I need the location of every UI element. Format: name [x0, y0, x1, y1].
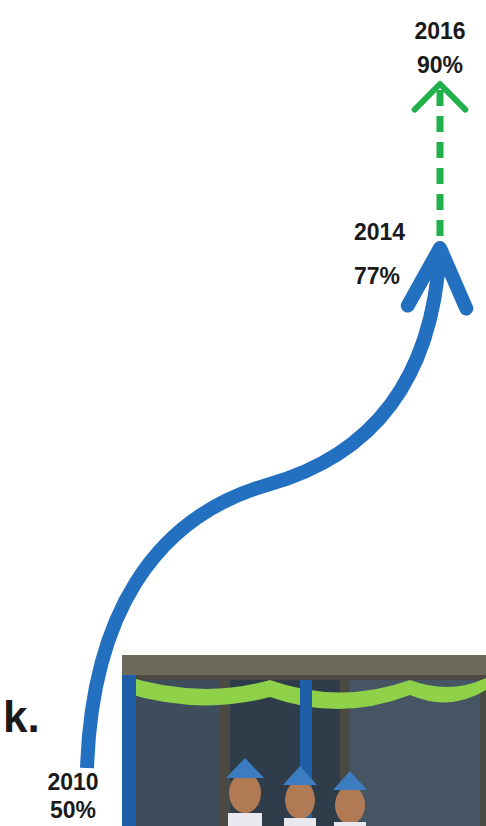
- percent-label: 50%: [42, 796, 104, 824]
- percent-label: 90%: [408, 48, 472, 82]
- projection-arrow: [415, 84, 466, 236]
- value-label: 201690%: [404, 14, 476, 82]
- year-label: 2014: [354, 210, 436, 254]
- year-label: 2010: [42, 768, 104, 796]
- year-label: 2016: [408, 14, 472, 48]
- percent-label: 77%: [354, 254, 436, 298]
- slide-text-fragment: k.: [3, 692, 40, 742]
- value-label: 201050%: [38, 768, 108, 824]
- event-photo: [122, 655, 486, 826]
- value-label: 201477%: [350, 210, 440, 298]
- growth-arrow: [87, 248, 466, 768]
